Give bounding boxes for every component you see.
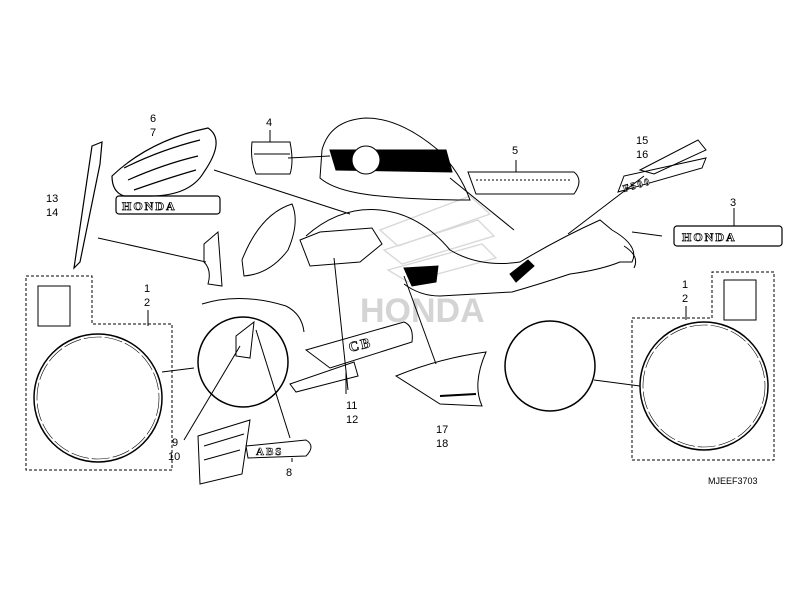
part-4-tank-pad	[251, 141, 293, 175]
callout-12: 12	[346, 414, 358, 426]
callout-7: 7	[150, 127, 156, 139]
callout-4: 4	[266, 117, 272, 129]
callout-1-left: 1	[144, 283, 150, 295]
part-6-7-wing-emblem	[111, 127, 221, 215]
decal-sheet-right	[631, 271, 775, 461]
callout-5: 5	[512, 145, 518, 157]
part-8-abs-decal	[245, 439, 312, 459]
watermark: HONDA	[360, 292, 485, 330]
callout-2-left: 2	[144, 297, 150, 309]
model-decal-text: F500	[622, 176, 653, 195]
drawing-code: MJEEF3703	[708, 476, 758, 486]
callout-8: 8	[286, 467, 292, 479]
part-5-stripe	[467, 171, 580, 195]
motorcycle-body-outline	[201, 203, 637, 333]
watermark-wing	[378, 195, 498, 283]
callout-9: 9	[172, 437, 178, 449]
part-9-10-fork-decal	[197, 320, 255, 485]
fuel-tank	[319, 117, 471, 201]
part-11-12-side-decal	[289, 321, 413, 393]
wheel-rims	[197, 316, 596, 412]
callout-10: 10	[168, 451, 180, 463]
callout-6: 6	[150, 113, 156, 125]
callout-17: 17	[436, 424, 448, 436]
callout-14: 14	[46, 207, 58, 219]
part-17-18-decal	[394, 351, 487, 407]
callout-13: 13	[46, 193, 58, 205]
cb-decal-text: CB	[347, 336, 373, 356]
part-13-14-stripe	[73, 141, 103, 270]
callout-1-right: 1	[682, 279, 688, 291]
decal-sheet-left	[25, 275, 173, 471]
leader-lines	[97, 130, 735, 462]
emblem-text-right: HONDA	[682, 230, 737, 244]
callout-3: 3	[730, 197, 736, 209]
callout-16: 16	[636, 149, 648, 161]
part-15-16-model-decal	[617, 139, 707, 193]
emblem-text-left: HONDA	[122, 199, 177, 213]
callout-18: 18	[436, 438, 448, 450]
callout-15: 15	[636, 135, 648, 147]
callout-2-right: 2	[682, 293, 688, 305]
abs-decal-text: ABS	[256, 446, 283, 458]
part-3-emblem	[673, 225, 783, 247]
callout-11: 11	[346, 400, 357, 412]
